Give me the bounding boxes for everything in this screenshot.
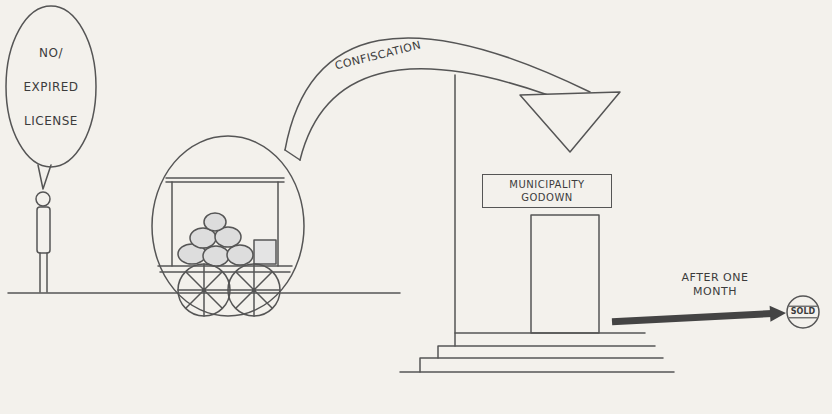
speech-bubble: NO/ EXPIRED LICENSE	[5, 5, 97, 168]
fruit-cart	[158, 178, 292, 316]
sold-stamp: SOLD	[786, 295, 820, 329]
municipal-building	[400, 75, 674, 372]
stamp-band	[789, 317, 817, 318]
vendor-figure	[36, 192, 50, 292]
stamp-band	[789, 306, 817, 307]
arrow-head	[770, 306, 786, 322]
ellipse-border	[6, 6, 96, 167]
confiscation-arrow	[285, 38, 620, 160]
node-text: NO/ EXPIRED LICENSE	[16, 36, 86, 138]
cart-circle	[152, 136, 304, 316]
godown-sign: MUNICIPALITY GODOWN	[482, 174, 612, 333]
circle-border	[787, 296, 819, 328]
edge-label: AFTER ONE MONTH	[675, 271, 755, 299]
arrow-shaft	[612, 314, 772, 322]
sign-text: MUNICIPALITY GODOWN	[482, 174, 612, 208]
flow-arrow	[612, 306, 786, 322]
node-text: SOLD	[791, 307, 815, 317]
speech-tail	[38, 165, 51, 189]
